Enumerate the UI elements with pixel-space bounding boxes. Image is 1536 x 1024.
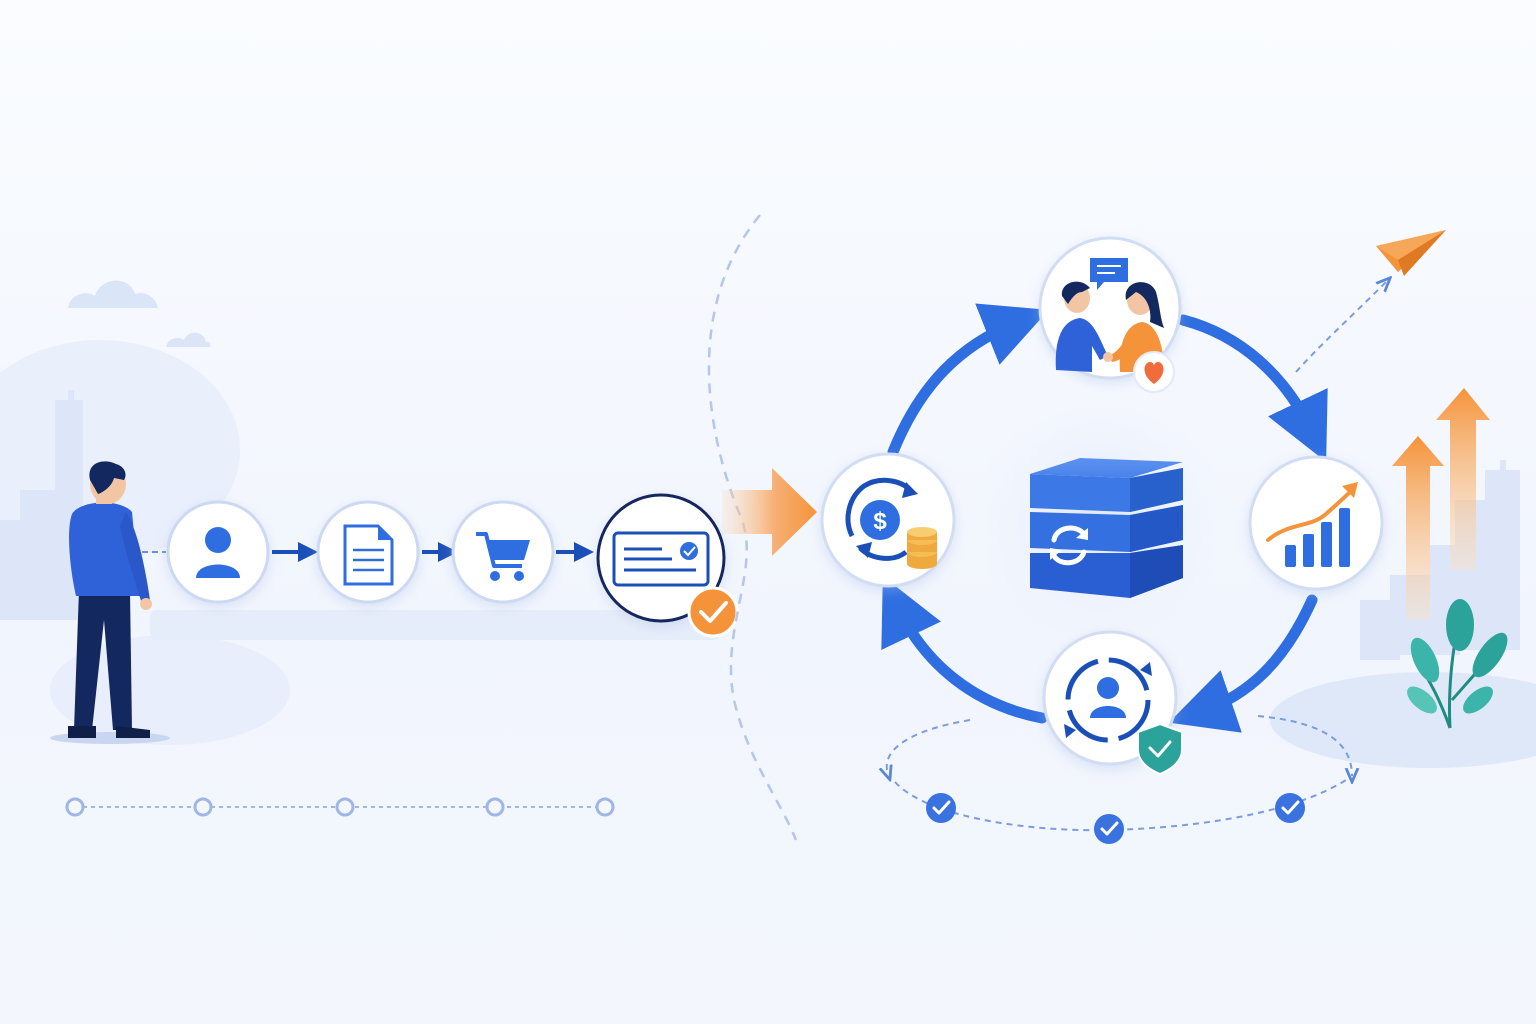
funnel-step-cart xyxy=(451,500,555,604)
up-arrows-icon xyxy=(1392,388,1490,620)
dashed-separator xyxy=(707,214,798,841)
funnel-step-document xyxy=(316,500,420,604)
check-icon xyxy=(926,793,956,823)
shield-check-icon xyxy=(1137,722,1183,776)
growth-chart-icon xyxy=(1266,482,1358,567)
funnel-step-user xyxy=(166,500,270,604)
plant-icon xyxy=(1407,599,1508,729)
cycle-node-growth xyxy=(1248,455,1384,591)
check-icon xyxy=(687,586,739,638)
coins-icon xyxy=(907,527,937,569)
check-icon xyxy=(1275,793,1305,823)
check-icon xyxy=(1094,814,1124,844)
cycle-ring xyxy=(881,303,1328,733)
funnel-step-card xyxy=(596,493,739,638)
cycle-node-revenue: $ xyxy=(820,452,956,588)
cycle-node-retention xyxy=(1042,630,1183,776)
timeline xyxy=(65,797,615,817)
funnel-row xyxy=(142,493,739,638)
timeline-dot xyxy=(193,797,213,817)
user-icon xyxy=(196,527,240,578)
user-refresh-icon xyxy=(1064,657,1152,743)
bottom-loop xyxy=(887,715,1352,844)
arrow-right-icon xyxy=(722,468,817,556)
dollar-refresh-icon: $ xyxy=(845,477,918,561)
timeline-dot xyxy=(335,797,355,817)
database-sync-icon xyxy=(1030,458,1183,598)
cloud-icon xyxy=(68,280,211,347)
paper-plane-icon xyxy=(1295,230,1446,373)
svg-text:$: $ xyxy=(873,508,887,535)
person-standing xyxy=(50,461,170,744)
credit-card-icon xyxy=(612,531,710,587)
chat-bubble-icon xyxy=(1090,258,1128,290)
handshake-people-icon xyxy=(1055,281,1164,372)
timeline-dot xyxy=(485,797,505,817)
timeline-dot xyxy=(65,797,85,817)
shopping-cart-icon xyxy=(476,532,530,581)
cycle-node-relationship xyxy=(1038,236,1182,393)
heart-icon xyxy=(1133,351,1175,393)
document-icon xyxy=(343,524,394,586)
timeline-dot xyxy=(595,797,615,817)
